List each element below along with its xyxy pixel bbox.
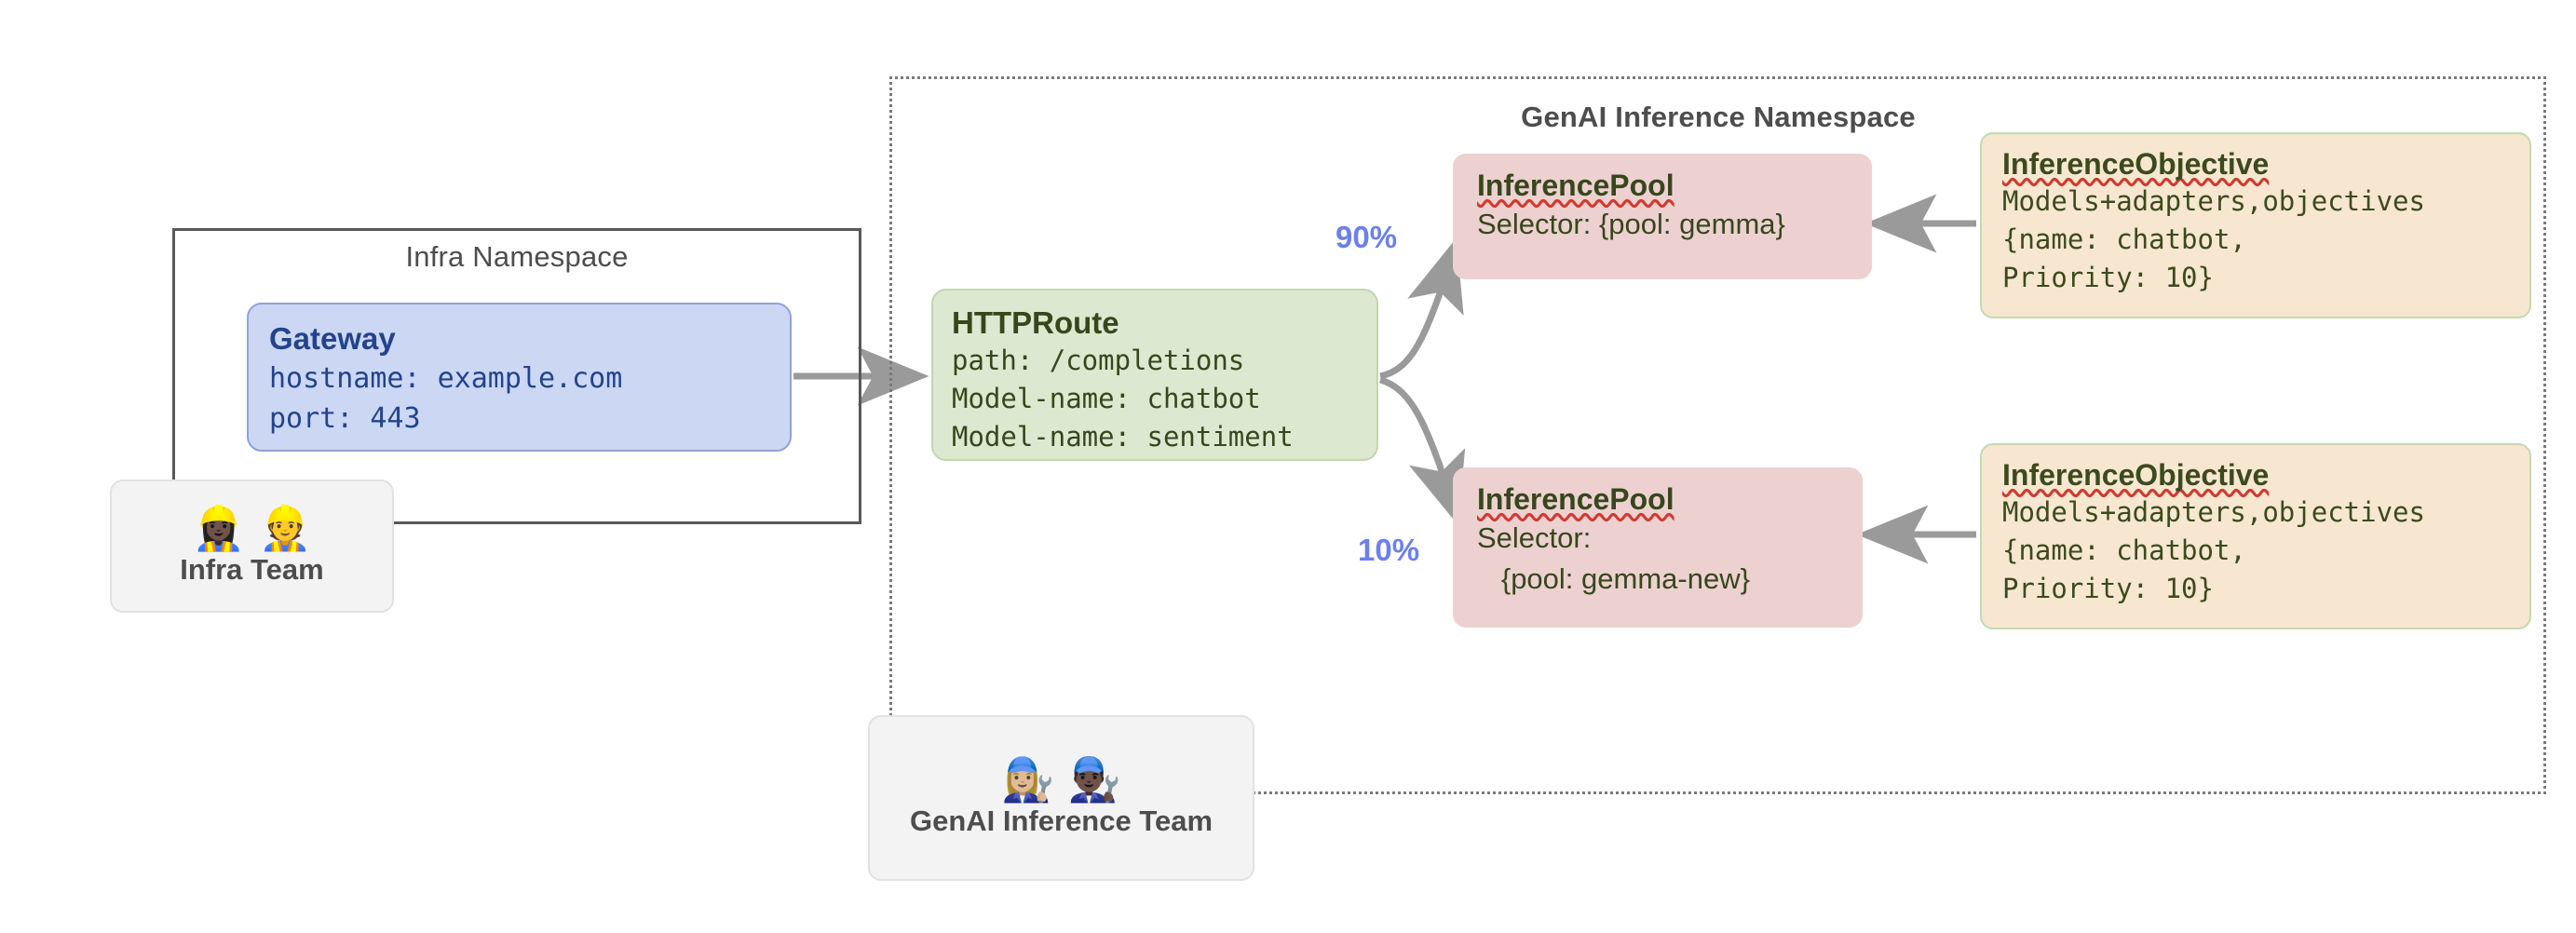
genai-team-card[interactable]: 👩🏼‍🔧👨🏿‍🔧 GenAI Inference Team [868,715,1254,881]
httproute-body: path: /completions Model-name: chatbot M… [952,344,1294,453]
traffic-weight-90: 90% [1335,220,1398,254]
infra-namespace-container [172,228,861,524]
inferencepool-card-gemma[interactable]: InferencePool Selector: {pool: gemma} [1453,154,1872,279]
gateway-title: Gateway [269,321,396,356]
httproute-title: HTTPRoute [952,305,1119,340]
gateway-card[interactable]: Gateway hostname: example.com port: 443 [247,303,792,452]
infra-team-label: Infra Team [180,552,324,586]
infra-team-card[interactable]: 👷🏿‍♀️👷 Infra Team [110,480,394,613]
infra-namespace-label: Infra Namespace [405,240,629,273]
inferenceobjective-card-2[interactable]: InferenceObjective Models+adapters,objec… [1980,443,2531,629]
httproute-card[interactable]: HTTPRoute path: /completions Model-name:… [931,289,1378,461]
inferenceobjective-title: InferenceObjective [2002,458,2270,492]
inferenceobjective-card-1[interactable]: InferenceObjective Models+adapters,objec… [1980,132,2531,318]
infra-team-people-icon: 👷🏿‍♀️👷 [192,502,325,553]
inferencepool-title: InferencePool [1477,482,1674,516]
inferenceobjective-body: Models+adapters,objectives {name: chatbo… [2002,495,2425,605]
genai-namespace-container [889,76,2546,794]
gateway-body: hostname: example.com port: 443 [269,361,623,435]
genai-team-label: GenAI Inference Team [909,805,1213,837]
inferencepool-card-gemma-new[interactable]: InferencePool Selector: {pool: gemma-new… [1453,467,1863,628]
inferenceobjective-body: Models+adapters,objectives {name: chatbo… [2002,184,2425,294]
genai-team-people-icon: 👩🏼‍🔧👨🏿‍🔧 [1001,754,1134,805]
inferencepool-selector: Selector: {pool: gemma-new} [1477,521,1750,595]
inferenceobjective-title: InferenceObjective [2002,147,2270,181]
genai-namespace-label: GenAI Inference Namespace [1521,101,1916,133]
inferencepool-title: InferencePool [1477,169,1674,202]
inferencepool-selector: Selector: {pool: gemma} [1477,207,1785,240]
traffic-weight-10: 10% [1358,533,1420,567]
